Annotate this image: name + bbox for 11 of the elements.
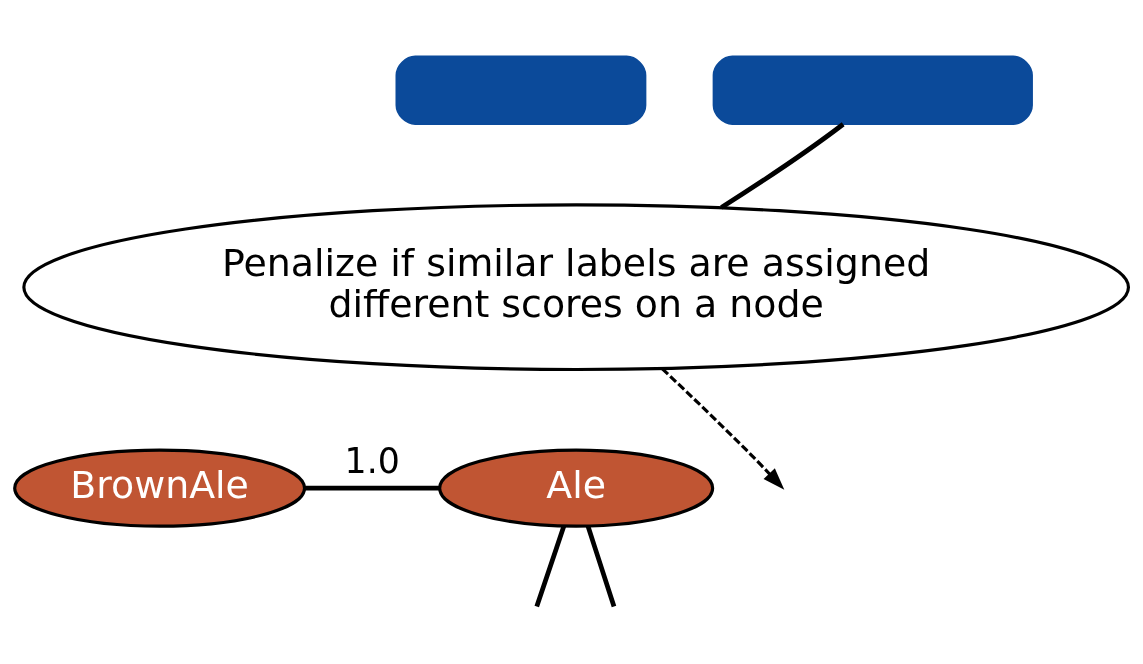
node-ellipse: BrownAle (13, 448, 307, 528)
connector (304, 485, 440, 491)
arrow (661, 367, 785, 490)
node-ellipse: Ale (438, 448, 715, 528)
node-ellipse: Penalize if similar labels are assigned different scores on a node (22, 203, 1131, 372)
edge-label: 1.0 (344, 441, 400, 482)
connector (720, 122, 845, 210)
connector (534, 525, 567, 608)
connector (585, 525, 617, 608)
node-box (712, 55, 1033, 125)
node-box (395, 55, 647, 125)
